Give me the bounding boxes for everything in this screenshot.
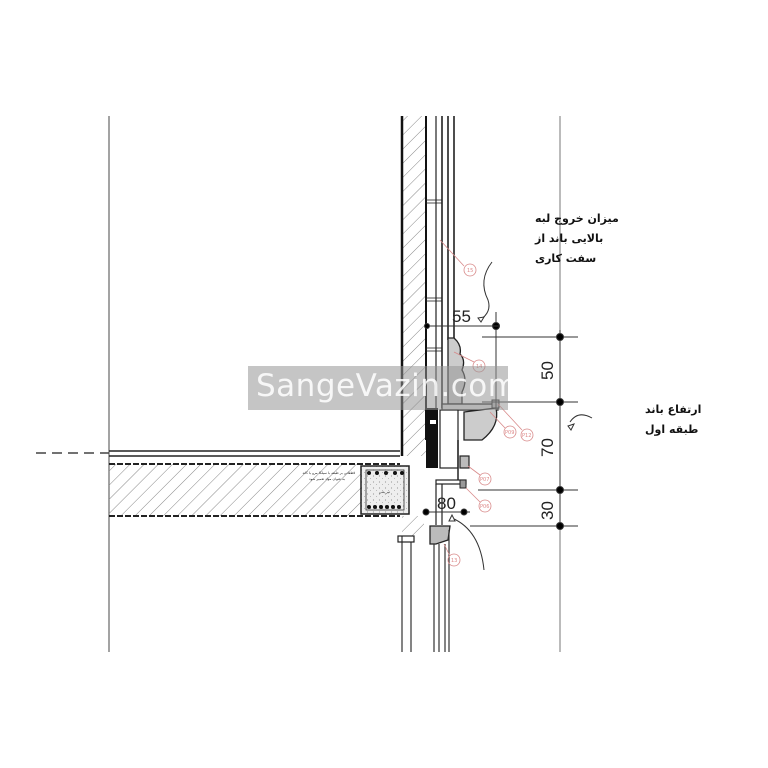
note-slab: قطعاتی بر طبقه با سیلکا مرو با کاند به ع… [302, 471, 390, 494]
svg-text:P12: P12 [522, 433, 531, 439]
svg-text:P07: P07 [480, 477, 489, 483]
svg-text:13: 13 [451, 558, 457, 564]
svg-text:ارتفاع باند: ارتفاع باند [645, 403, 701, 416]
svg-text:بالایی باند از: بالایی باند از [534, 232, 603, 245]
leader-lines [448, 261, 593, 571]
dim-upper-segment: 50 [538, 361, 557, 380]
dim-middle-segment: 70 [538, 438, 557, 457]
note-cornice-projection: میزان خروج لبه بالایی باند از سفت کاری [534, 212, 619, 265]
svg-text:سفت کاری: سفت کاری [535, 252, 596, 265]
masonry-wall-lower [397, 516, 424, 652]
concrete-beam [360, 465, 410, 515]
svg-text:P06: P06 [480, 504, 489, 510]
anchor-block [426, 408, 459, 469]
svg-text:به عنوان مواد تعمیر شود: به عنوان مواد تعمیر شود [309, 477, 345, 481]
sill-moulding [429, 525, 451, 545]
watermark: SangeVazin.com [248, 366, 518, 410]
floor-finish [109, 450, 400, 457]
watermark-text: SangeVazin.com [256, 368, 519, 404]
dim-lower-offset: 80 [437, 494, 456, 513]
note-band-height: ارتفاع باند طبقه اول [645, 403, 701, 436]
stone-cladding-upper [425, 116, 455, 408]
svg-text:طبقه اول: طبقه اول [645, 423, 698, 436]
floor-slab [109, 463, 400, 517]
dim-top-offset: 55 [452, 307, 471, 326]
svg-text:میزان خروج لبه: میزان خروج لبه [535, 212, 619, 226]
svg-text:P09: P09 [505, 430, 514, 436]
dim-lower-segment: 30 [538, 501, 557, 520]
lower-band [435, 440, 470, 525]
dimension-chain [422, 312, 578, 530]
svg-text:قطعاتی بر طبقه با سیلکا مرو با: قطعاتی بر طبقه با سیلکا مرو با کاند [302, 471, 355, 475]
svg-text:15: 15 [467, 268, 473, 274]
window-jamb-lower [433, 530, 450, 652]
svg-text:تیر بتنی: تیر بتنی [379, 490, 390, 494]
